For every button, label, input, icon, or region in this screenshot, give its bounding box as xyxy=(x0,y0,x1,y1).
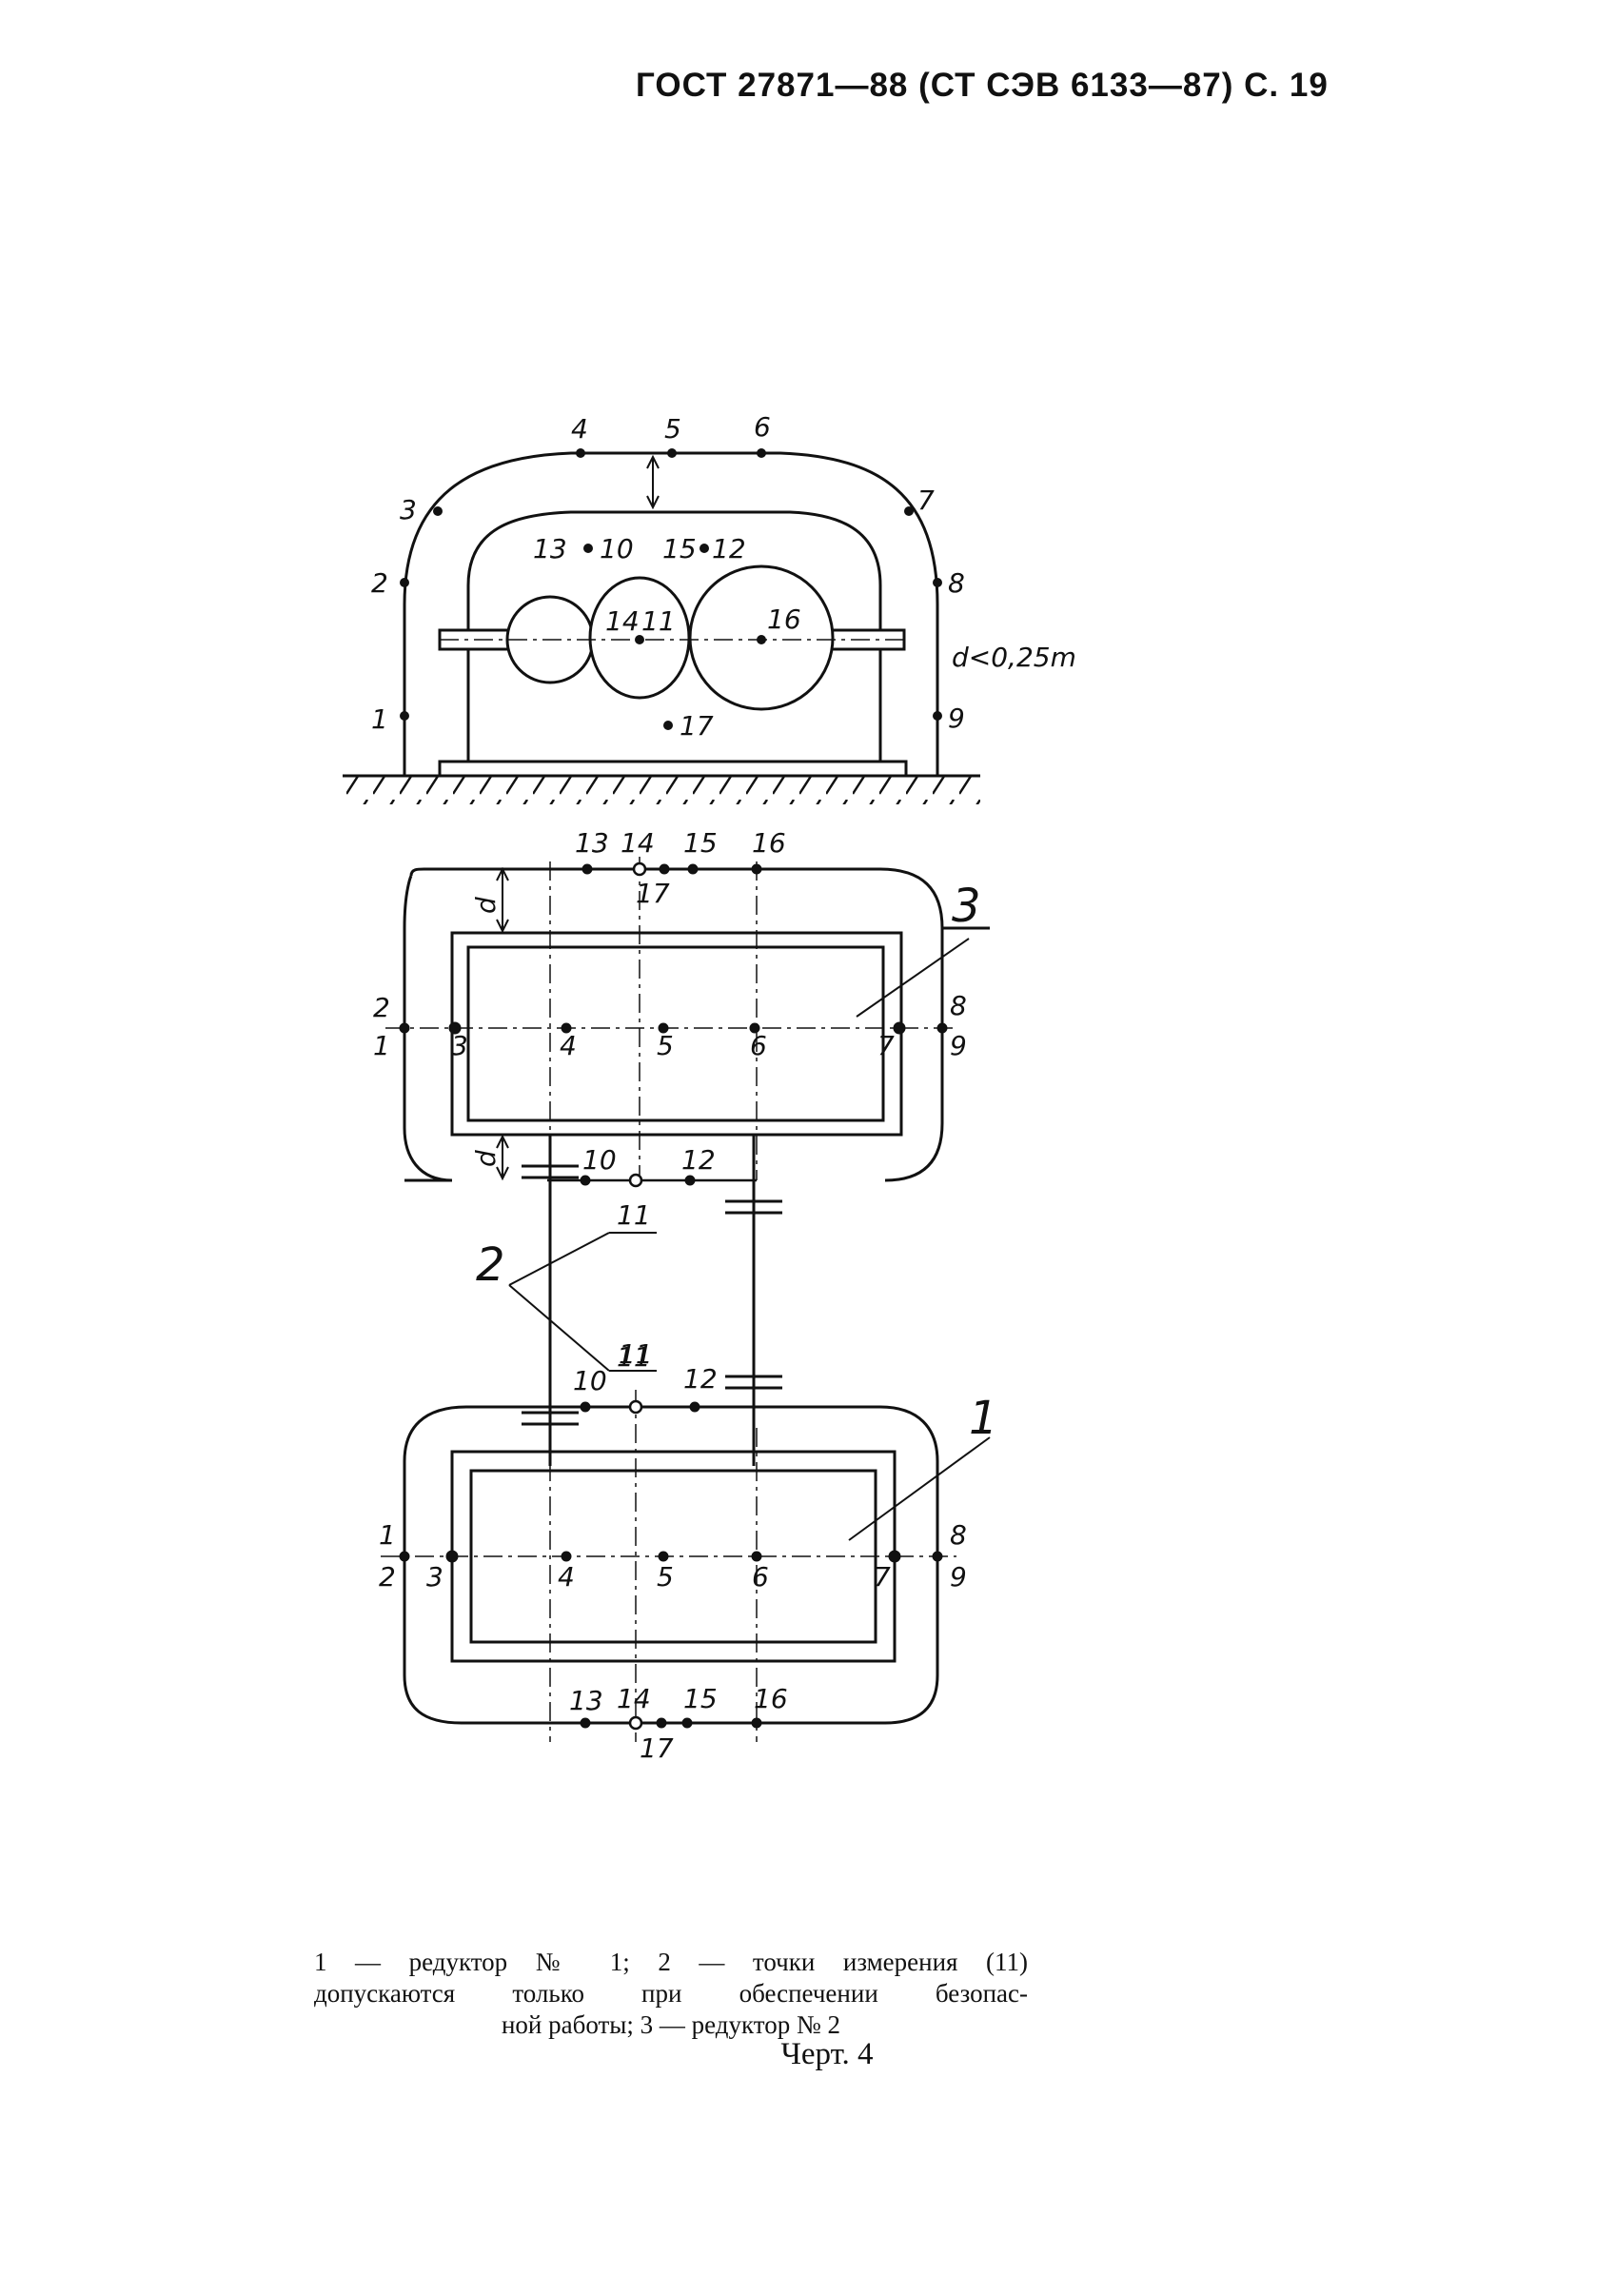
svg-text:12: 12 xyxy=(683,1363,718,1395)
label-6: 6 xyxy=(754,411,771,443)
leader-3 xyxy=(856,938,970,1018)
side-view xyxy=(343,451,980,804)
svg-text:6: 6 xyxy=(752,1561,769,1593)
label-1: 1 xyxy=(371,703,388,735)
gearbox-housing xyxy=(466,510,882,762)
top-view-reducer-3 xyxy=(385,857,990,1182)
label-15: 15 xyxy=(662,533,697,564)
ground-hatch xyxy=(343,776,980,804)
envelope-1 xyxy=(403,1405,939,1725)
svg-text:16: 16 xyxy=(752,827,786,859)
svg-text:10: 10 xyxy=(573,1365,607,1396)
point-2 xyxy=(400,578,409,587)
svg-text:9: 9 xyxy=(950,1030,967,1061)
svg-text:14: 14 xyxy=(617,1683,651,1714)
top-view-1-points xyxy=(399,1399,943,1731)
svg-text:2: 2 xyxy=(373,992,390,1023)
measurement-points-label: 2 xyxy=(476,1238,505,1292)
svg-text:9: 9 xyxy=(950,1561,967,1593)
leader-1 xyxy=(848,1436,991,1541)
svg-text:2: 2 xyxy=(379,1561,396,1593)
gearbox-base xyxy=(438,760,908,778)
point-7 xyxy=(904,506,914,516)
distance-label: d<0,25m xyxy=(952,642,1076,673)
svg-text:7: 7 xyxy=(874,1561,891,1593)
label-4: 4 xyxy=(571,413,588,445)
svg-text:d: d xyxy=(470,897,502,914)
point-5 xyxy=(667,448,677,458)
svg-text:11: 11 xyxy=(617,1341,651,1373)
side-view-points xyxy=(400,448,942,730)
svg-text:1: 1 xyxy=(379,1519,396,1551)
svg-text:5: 5 xyxy=(657,1030,674,1061)
svg-text:6: 6 xyxy=(750,1030,767,1061)
point-6 xyxy=(757,448,766,458)
svg-text:15: 15 xyxy=(683,827,718,859)
label-10: 10 xyxy=(600,533,634,564)
label-14: 14 xyxy=(605,605,640,637)
svg-text:17: 17 xyxy=(640,1732,674,1764)
point-10 xyxy=(583,544,593,553)
label-7: 7 xyxy=(917,485,935,516)
point-17 xyxy=(663,721,673,730)
svg-text:15: 15 xyxy=(683,1683,718,1714)
svg-text:13: 13 xyxy=(569,1685,603,1716)
side-view-labels: 1 2 3 4 5 6 7 8 9 13 10 15 12 14 11 16 1… xyxy=(371,411,1076,742)
svg-text:4: 4 xyxy=(558,1561,575,1593)
top-view-3-labels: 2 1 3 4 5 6 7 8 9 13 14 15 16 17 10 12 1… xyxy=(373,827,981,1231)
svg-text:16: 16 xyxy=(754,1683,788,1714)
svg-text:13: 13 xyxy=(575,827,609,859)
label-3: 3 xyxy=(400,494,417,525)
svg-text:4: 4 xyxy=(560,1030,577,1061)
label-8: 8 xyxy=(948,567,965,599)
label-2: 2 xyxy=(371,567,388,599)
point-11 xyxy=(635,635,644,644)
label-16: 16 xyxy=(767,604,801,635)
label-13: 13 xyxy=(533,533,567,564)
svg-text:12: 12 xyxy=(681,1144,716,1176)
top-view-3-points xyxy=(399,861,948,1188)
reducer-1-label: 1 xyxy=(969,1392,998,1445)
point-8 xyxy=(933,578,942,587)
point-12 xyxy=(700,544,709,553)
svg-text:5: 5 xyxy=(657,1561,674,1593)
label-5: 5 xyxy=(664,413,681,445)
point-3 xyxy=(433,506,443,516)
svg-text:7: 7 xyxy=(877,1030,895,1061)
svg-text:1: 1 xyxy=(373,1030,390,1061)
svg-text:3: 3 xyxy=(451,1030,468,1061)
top-view-1-labels: 1 2 3 4 5 6 7 8 9 10 11 12 13 14 15 16 1… xyxy=(379,1338,998,1764)
connecting-shafts xyxy=(508,1135,782,1466)
point-16 xyxy=(757,635,766,644)
reducer-3-label: 3 xyxy=(952,880,981,933)
housing-inner-3 xyxy=(466,945,885,1122)
point-1 xyxy=(400,711,409,721)
caption-line: 1 — редуктор № 1; 2 — точки измерения (1… xyxy=(314,1948,1028,1976)
svg-text:3: 3 xyxy=(426,1561,443,1593)
point-4 xyxy=(576,448,585,458)
svg-text:11: 11 xyxy=(619,1338,653,1370)
label-17: 17 xyxy=(680,710,714,742)
label-12: 12 xyxy=(712,533,746,564)
svg-text:d: d xyxy=(470,1150,502,1167)
pointer-labels: 11 2 xyxy=(476,1238,651,1373)
svg-text:8: 8 xyxy=(950,990,967,1021)
caption-line: допускаются только при обеспечении безоп… xyxy=(314,1979,1028,2008)
svg-text:8: 8 xyxy=(950,1519,967,1551)
label-11: 11 xyxy=(641,605,676,637)
svg-text:17: 17 xyxy=(636,878,670,909)
caption-line: ной работы; 3 — редуктор № 2 xyxy=(501,2010,841,2039)
housing-outer-3 xyxy=(450,931,903,1137)
svg-text:11: 11 xyxy=(617,1199,651,1231)
svg-text:14: 14 xyxy=(621,827,655,859)
page-header: ГОСТ 27871—88 (СТ СЭВ 6133—87) С. 19 xyxy=(636,67,1329,104)
envelope-3 xyxy=(403,867,944,1182)
figure-caption: 1 — редуктор № 1; 2 — точки измерения (1… xyxy=(314,1947,1028,2041)
label-9: 9 xyxy=(948,703,965,734)
point-9 xyxy=(933,711,942,721)
figure-label: Черт. 4 xyxy=(780,2037,874,2071)
svg-text:10: 10 xyxy=(582,1144,617,1176)
